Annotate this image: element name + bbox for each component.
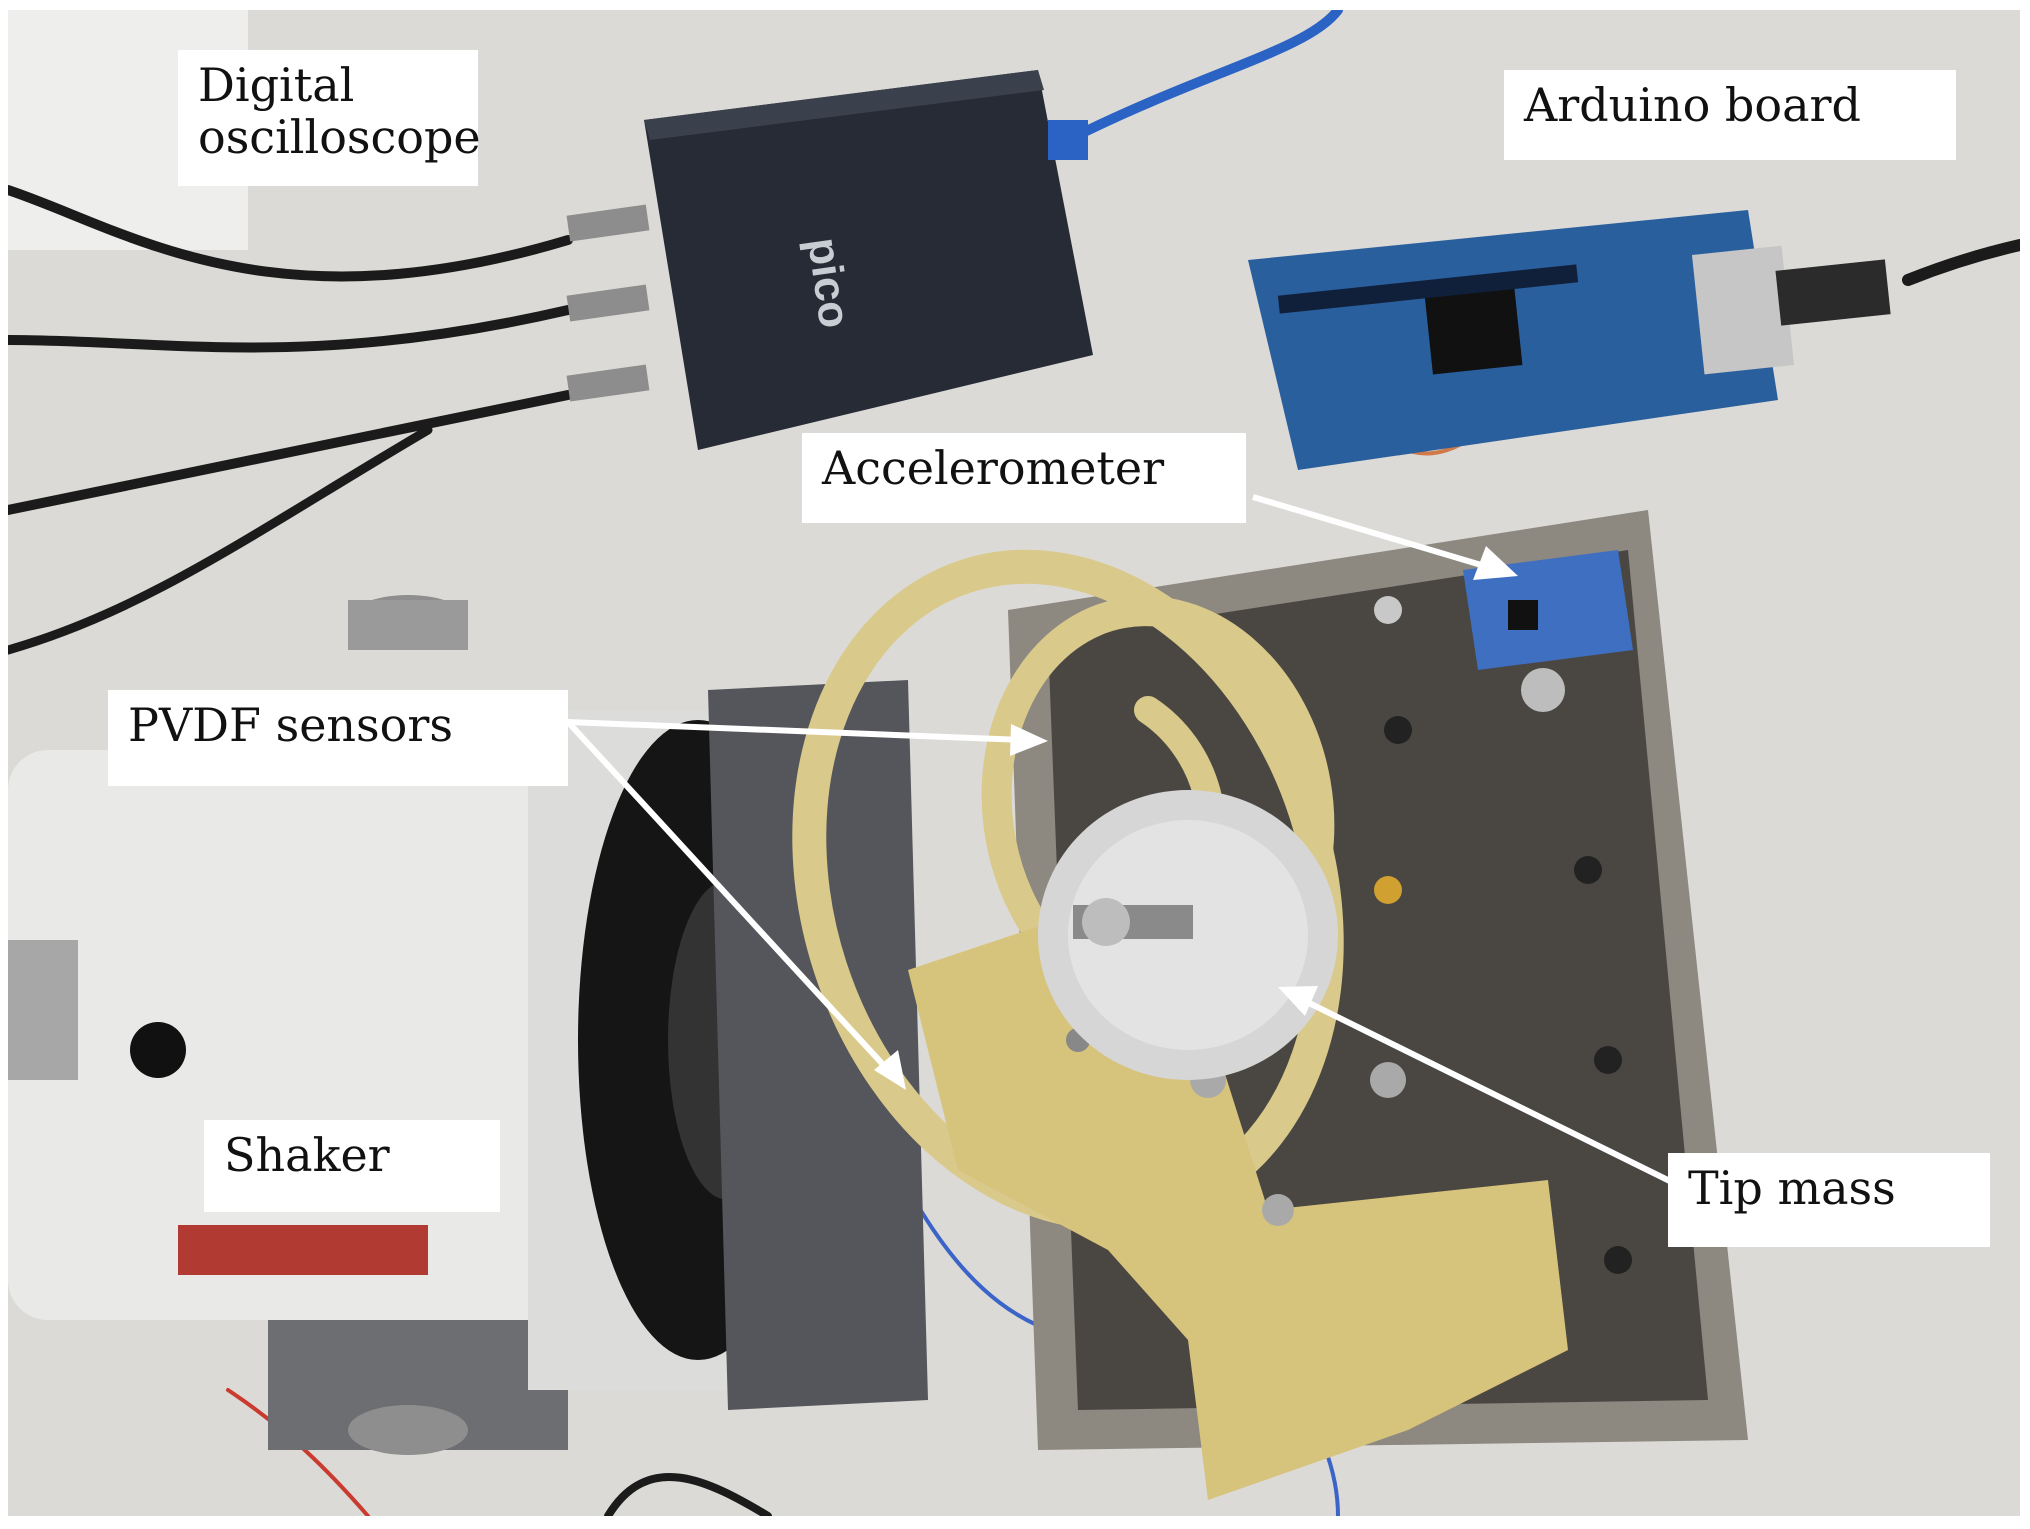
- tip-mass-disc: [1038, 790, 1338, 1080]
- experimental-setup-photo: pico: [8, 10, 2020, 1516]
- arduino-board-device: [1248, 210, 1891, 470]
- accelerometer-device: [1463, 550, 1633, 712]
- label-accelerometer: Accelerometer: [802, 433, 1246, 523]
- label-arduino-board: Arduino board: [1504, 70, 1956, 160]
- label-shaker: Shaker: [204, 1120, 500, 1212]
- label-pvdf-sensors: PVDF sensors: [108, 690, 568, 786]
- photo-frame: pico: [8, 10, 2020, 1516]
- annotation-arrows: [565, 494, 1690, 1193]
- label-tip-mass: Tip mass: [1668, 1153, 1990, 1247]
- oscilloscope-device: pico: [566, 70, 1093, 450]
- label-digital-oscilloscope: Digital oscilloscope: [178, 50, 481, 186]
